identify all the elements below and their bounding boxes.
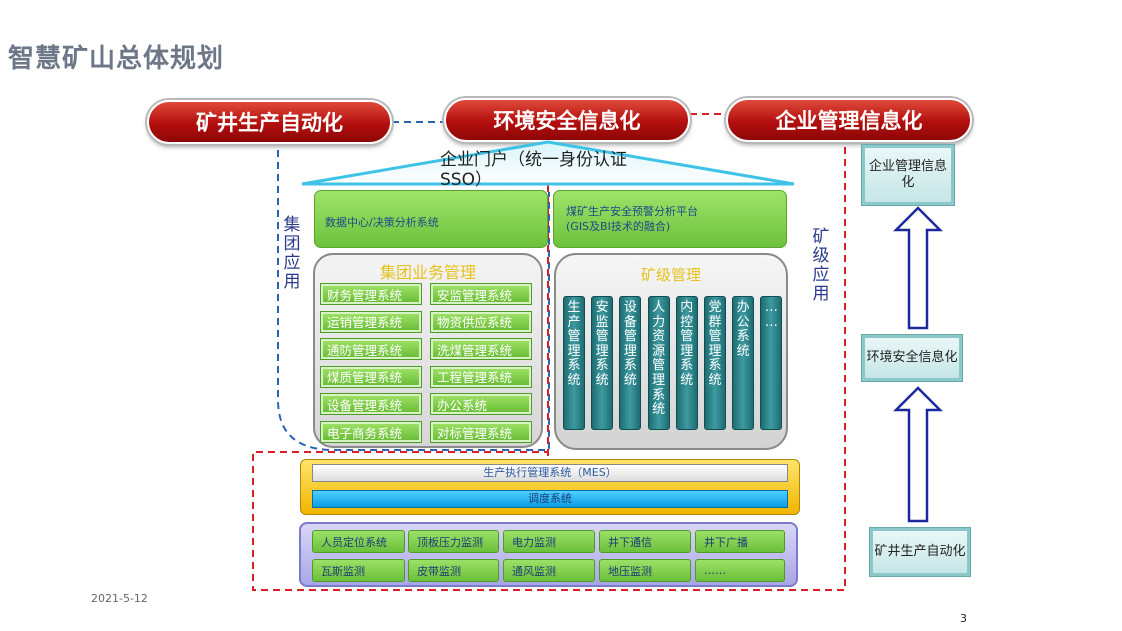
- monitor-item: 人员定位系统: [312, 530, 405, 553]
- mes-bar: 生产执行管理系统（MES）: [312, 464, 788, 482]
- group-biz-item: 运销管理系统: [320, 310, 422, 333]
- monitor-item: 通风监测: [503, 559, 595, 582]
- group-biz-item: 电子商务系统: [320, 421, 422, 443]
- portal-label: 企业门户（统一身份认证SSO）: [440, 150, 627, 190]
- group-biz-item: 安监管理系统: [430, 283, 532, 305]
- side-mine-automation: 矿井生产自动化: [870, 528, 970, 576]
- monitor-item: 电力监测: [503, 530, 595, 553]
- group-biz-item: 通防管理系统: [320, 338, 422, 361]
- group-biz-item: 煤质管理系统: [320, 365, 422, 388]
- monitor-item: 顶板压力监测: [408, 530, 499, 553]
- page-title: 智慧矿山总体规划: [8, 44, 225, 74]
- monitor-item: 井下广播: [695, 530, 785, 553]
- monitor-item: 瓦斯监测: [312, 559, 405, 582]
- monitor-item: ……: [695, 559, 785, 582]
- mine-mgmt-title: 矿级管理: [640, 266, 701, 284]
- pill-enterprise-mgmt: 企业管理信息化: [726, 98, 972, 142]
- mine-mgmt-column: ……: [760, 296, 783, 430]
- mine-mgmt-column: 内控管理系统: [675, 296, 698, 430]
- group-biz-item: 对标管理系统: [430, 421, 532, 443]
- dispatch-bar: 调度系统: [312, 490, 788, 508]
- pill-mine-automation: 矿井生产自动化: [147, 100, 392, 144]
- group-biz-item: 洗煤管理系统: [430, 338, 532, 361]
- mine-mgmt-column: 人力资源管理系统: [647, 296, 670, 430]
- warning-platform-box: 煤矿生产安全预警分析平台 (GIS及BI技术的融合): [553, 190, 787, 248]
- monitor-item: 井下通信: [599, 530, 691, 553]
- side-env-safety: 环境安全信息化: [862, 335, 962, 381]
- mine-mgmt-column: 办公系统: [732, 296, 755, 430]
- up-arrow-icon: [892, 206, 944, 330]
- mine-mgmt-column: 生产管理系统: [563, 296, 585, 430]
- monitor-item: 皮带监测: [408, 559, 499, 582]
- pill-env-safety: 环境安全信息化: [444, 98, 690, 142]
- group-biz-item: 工程管理系统: [430, 365, 532, 388]
- data-center-box: 数据中心/决策分析系统: [314, 190, 548, 248]
- group-biz-title: 集团业务管理: [379, 263, 476, 282]
- mine-mgmt-column: 党群管理系统: [704, 296, 726, 430]
- mine-mgmt-column: 设备管理系统: [619, 296, 642, 430]
- monitor-item: 地压监测: [599, 559, 691, 582]
- group-biz-item: 设备管理系统: [320, 393, 422, 416]
- mine-app-label: 矿级应用: [812, 227, 830, 304]
- group-biz-item: 财务管理系统: [320, 283, 422, 305]
- mine-mgmt-column: 安监管理系统: [591, 296, 614, 430]
- warning-line2: (GIS及BI技术的融合): [566, 220, 671, 233]
- group-biz-item: 办公系统: [430, 393, 532, 416]
- date-label: 2021-5-12: [91, 592, 148, 605]
- group-app-label: 集团应用: [283, 215, 301, 292]
- group-biz-item: 物资供应系统: [430, 310, 532, 333]
- portal-roof: [301, 140, 795, 186]
- side-enterprise-mgmt: 企业管理信息化: [862, 145, 954, 205]
- warning-line1: 煤矿生产安全预警分析平台: [566, 205, 698, 218]
- up-arrow-icon: [892, 386, 944, 523]
- page-number: 3: [960, 612, 967, 625]
